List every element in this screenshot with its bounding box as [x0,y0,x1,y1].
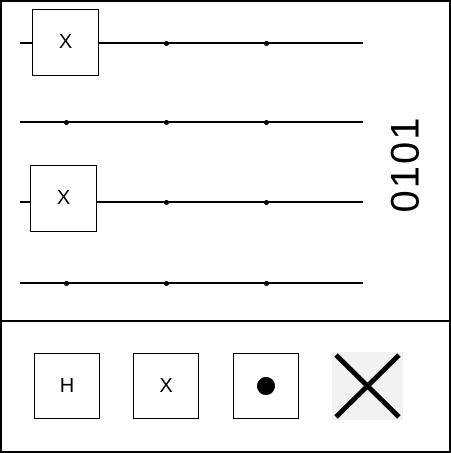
wire-node[interactable] [64,281,69,286]
qubit-wire-3 [20,282,363,284]
large-x-icon [334,353,401,419]
wire-node[interactable] [264,200,269,205]
placed-x-gate[interactable]: X [30,165,97,232]
placed-x-gate[interactable]: X [32,9,99,76]
wire-node[interactable] [164,41,169,46]
wire-node[interactable] [164,281,169,286]
panel-divider [2,320,449,322]
wire-node[interactable] [64,120,69,125]
control-dot-button[interactable] [233,353,299,419]
qubit-wire-0 [20,42,363,44]
wire-node[interactable] [264,281,269,286]
wire-node[interactable] [164,200,169,205]
qubit-wire-2 [20,201,363,203]
hadamard-gate-button[interactable]: H [34,353,100,419]
wire-node[interactable] [264,120,269,125]
delete-button[interactable] [332,352,403,420]
x-gate-button[interactable]: X [133,353,199,419]
circuit-canvas: X X 0101 [2,2,449,320]
wire-node[interactable] [264,41,269,46]
gate-palette: H X [2,322,449,451]
filled-dot-icon [257,377,275,395]
wire-node[interactable] [164,120,169,125]
output-state-label: 0101 [383,115,428,213]
qubit-wire-1 [20,121,363,123]
